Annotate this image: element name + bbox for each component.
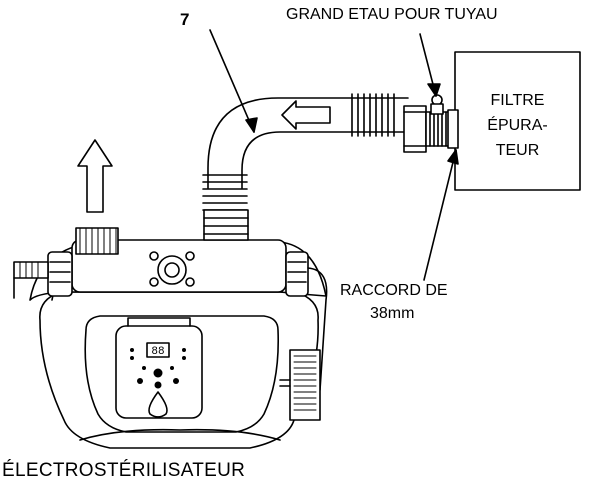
leader-lines [209,29,459,281]
display-digits: 88 [151,346,164,358]
hose-clamp [430,94,444,115]
display-screen [146,342,170,358]
fitting-label-line-1: RACCORD DE [340,282,448,299]
filter-label-line-3: TEUR [495,142,540,159]
clamp-label: GRAND ETAU POUR TUYAU [286,6,498,23]
flow-arrow [281,100,331,130]
control-buttons [130,348,186,389]
elbow-pipe [202,93,409,211]
device-label: ÉLECTROSTÉRILISATEUR [2,460,246,481]
up-arrow [77,139,113,213]
pipe-connector [403,105,459,153]
filter-box [454,51,581,191]
electrosterilizer: 88 [13,209,328,449]
fitting-label-line-2: 38mm [370,305,415,322]
callout-number: 7 [180,10,190,29]
filter-label-line-1: FILTRE [490,92,545,109]
filter-label-line-2: ÉPURA- [487,117,548,134]
filter-label: FILTRE ÉPURA- TEUR [455,88,580,163]
